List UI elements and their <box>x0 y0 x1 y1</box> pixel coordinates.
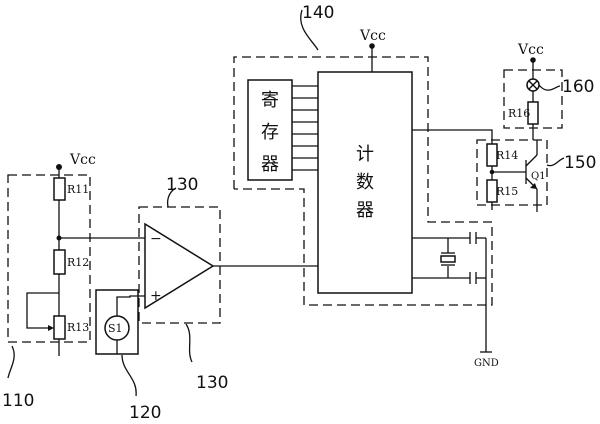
leader-150 <box>546 157 565 167</box>
label-r12: R12 <box>67 256 89 269</box>
op-amp-minus: − <box>150 231 162 247</box>
ref-160: 160 <box>562 77 594 97</box>
driver-150: R14 R15 Q1 150 <box>412 129 596 212</box>
ref-130-bottom: 130 <box>196 373 228 393</box>
counter-char-2: 数 <box>356 172 374 193</box>
block-130-outline <box>138 206 221 324</box>
block-140-outline <box>233 56 493 306</box>
leader-110 <box>7 345 15 379</box>
counter-block-140: 寄 存 器 计 数 器 Vcc <box>233 3 499 369</box>
vcc-label-right: Vcc <box>517 42 544 58</box>
leader-130-top <box>166 187 177 208</box>
resistor-r11 <box>53 177 66 201</box>
vcc-label-left: Vcc <box>69 152 96 168</box>
crystal-oscillator <box>412 232 487 348</box>
label-r13: R13 <box>67 321 89 334</box>
register-char-2: 存 <box>261 122 279 143</box>
leader-140 <box>300 9 319 51</box>
register-box <box>247 79 293 181</box>
wiper-arrow <box>48 325 54 331</box>
ref-110: 110 <box>2 391 34 411</box>
potentiometer-r13 <box>53 315 66 340</box>
label-s1: S1 <box>108 322 123 335</box>
comparator-130: − + 130 130 <box>138 175 318 393</box>
block-150-outline <box>476 139 548 206</box>
leader-120 <box>121 354 137 397</box>
resistor-r12 <box>53 249 66 275</box>
gnd-label: GND <box>474 358 499 369</box>
op-amp-plus: + <box>150 288 162 304</box>
register-char-3: 器 <box>261 154 279 175</box>
vcc-node-counter <box>369 43 375 49</box>
counter-char-3: 器 <box>356 200 374 221</box>
label-q1: Q1 <box>531 171 546 182</box>
ref-120: 120 <box>129 403 161 423</box>
label-r11: R11 <box>67 183 89 196</box>
vcc-label-counter: Vcc <box>359 28 386 44</box>
register-bus <box>292 85 318 171</box>
sensor-120: S1 120 <box>95 289 161 423</box>
counter-char-1: 计 <box>356 144 374 165</box>
transistor-q1-emitter-arrow <box>530 183 537 189</box>
ref-150: 150 <box>564 153 596 173</box>
leader-130-bottom <box>185 323 193 363</box>
block-110-outline <box>7 174 91 343</box>
ref-140: 140 <box>302 3 334 23</box>
op-amp-triangle <box>144 222 215 310</box>
label-r14: R14 <box>496 149 518 162</box>
label-r16: R16 <box>508 107 530 120</box>
sensor-divider-110: Vcc R11 R12 R13 110 <box>2 152 145 411</box>
label-r15: R15 <box>496 185 518 198</box>
register-char-1: 寄 <box>261 90 279 111</box>
leader-160 <box>538 84 561 91</box>
indicator-160: Vcc R16 160 <box>503 42 594 140</box>
counter-box <box>317 71 413 294</box>
ref-130-top: 130 <box>166 175 198 195</box>
